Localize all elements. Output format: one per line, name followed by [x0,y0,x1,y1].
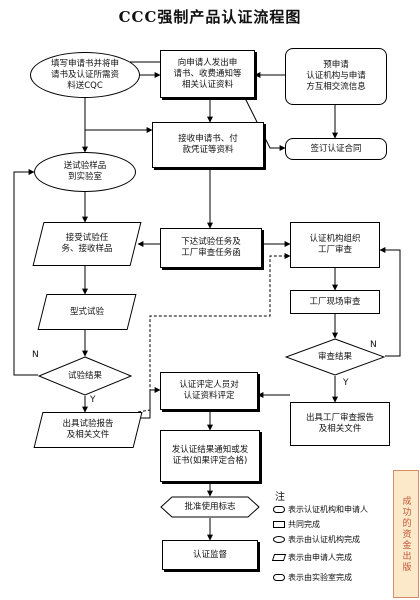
node-assess: 认证评定人员对 认证资料评定 [160,372,258,410]
node-audit-report: 出具工厂审查报告 及相关文件 [290,402,390,446]
node-sign-contract: 签订认证合同 [285,138,387,160]
label-test-no: N [32,350,39,360]
legend-row-joint-cont: 共同完成 [273,519,320,530]
node-fill-application-text: 填写申请书并将申 请书及认证所需资 料送CQC [50,58,119,91]
legend-parallelogram-icon [271,554,287,561]
node-supervision: 认证监督 [162,540,258,570]
node-type-test: 型式试验 [42,294,132,330]
node-send-samples: 送试验样品 到实验室 [34,152,136,192]
legend-ellipse-icon [273,536,285,543]
arrow-audit-no-loop [379,247,401,357]
node-receive-application-text: 接收申请书、付 款凭证等资料 [178,134,238,155]
node-approve-mark-shape [160,496,260,518]
decision-audit-result [285,338,385,376]
node-pre-application-text: 预申请 认证机构与申请 方互相交流信息 [306,60,366,92]
node-issue-certificate-text: 发认证结果通知或发 证书(如果评定合格) [171,445,249,466]
legend-rounded-rect-icon [273,506,285,513]
legend-title: 注 [275,492,285,503]
arrow-report-to-assess [138,387,161,419]
node-factory-audit-text: 工厂现场审查 [309,296,361,307]
legend-text-lab: 表示由实验室完成 [288,573,352,582]
legend-text-applicant: 表示由申请人完成 [288,553,352,562]
legend-text-joint: 表示认证机构和申请人 [288,505,368,514]
node-issue-notice-text: 向申请人发出申 请书、收费通知等 相关认证资料 [173,57,242,90]
node-audit-report-text: 出具工厂审查报告 及相关文件 [305,413,374,434]
node-type-test-text: 型式试验 [69,306,104,317]
legend-rect-icon [273,521,285,528]
flowchart-title: CCC强制产品认证流程图 [118,8,302,26]
node-test-report-text: 出具试验报告 及相关文件 [62,419,114,440]
node-test-report: 出具试验报告 及相关文件 [38,412,138,448]
node-receive-application: 接收申请书、付 款凭证等资料 [152,122,264,168]
node-issue-certificate: 发认证结果通知或发 证书(如果评定合格) [160,430,260,482]
decision-audit-result-text: 审查结果 [317,351,352,362]
dashed-link-test-to-review [137,253,291,413]
node-issue-test-task-text: 下达试验任务及 工厂审查任务函 [181,237,241,258]
arrow-fill-to-receive [84,96,153,133]
node-accept-task-text: 接受试验任 务、接收样品 [61,233,113,254]
node-assess-text: 认证评定人员对 认证资料评定 [179,380,239,401]
arrow-test-no-loop [13,169,38,376]
node-approve-mark: 批准使用标志 [184,501,236,512]
legend-row-applicant: 表示由申请人完成 [271,552,352,563]
decision-test-result-text: 试验结果 [67,370,102,381]
legend-row-org: 表示由认证机构完成 [273,534,360,545]
legend-row-lab: 表示由实验室完成 [273,572,352,583]
legend-text-joint-cont: 共同完成 [288,520,320,529]
label-audit-yes: Y [343,378,349,388]
arrow-notice-to-contract [244,97,286,151]
node-supervision-text: 认证监督 [192,549,227,560]
node-issue-test-task: 下达试验任务及 工厂审查任务函 [160,228,262,268]
node-factory-audit: 工厂现场审查 [290,290,380,314]
node-issue-notice: 向申请人发出申 请书、收费通知等 相关认证资料 [160,50,255,98]
node-pre-application: 预申请 认证机构与申请 方互相交流信息 [285,48,387,105]
node-accept-task: 接受试验任 务、接收样品 [38,222,136,266]
label-audit-no: N [370,340,377,350]
legend-row-joint: 表示认证机构和申请人 [273,504,368,515]
legend-hexagon-icon [273,574,285,581]
publisher-seal-stamp: 成功的资金出版 [393,470,419,598]
node-sign-contract-text: 签订认证合同 [310,143,362,154]
node-organize-review-text: 认证机构组织 工厂审查 [309,234,361,255]
legend-text-org: 表示由认证机构完成 [288,535,360,544]
label-test-yes: Y [90,395,96,405]
node-organize-review: 认证机构组织 工厂审查 [290,222,380,268]
node-send-samples-text: 送试验样品 到实验室 [63,161,107,182]
decision-test-result [38,356,132,396]
node-fill-application: 填写申请书并将申 请书及认证所需资 料送CQC [30,52,140,98]
